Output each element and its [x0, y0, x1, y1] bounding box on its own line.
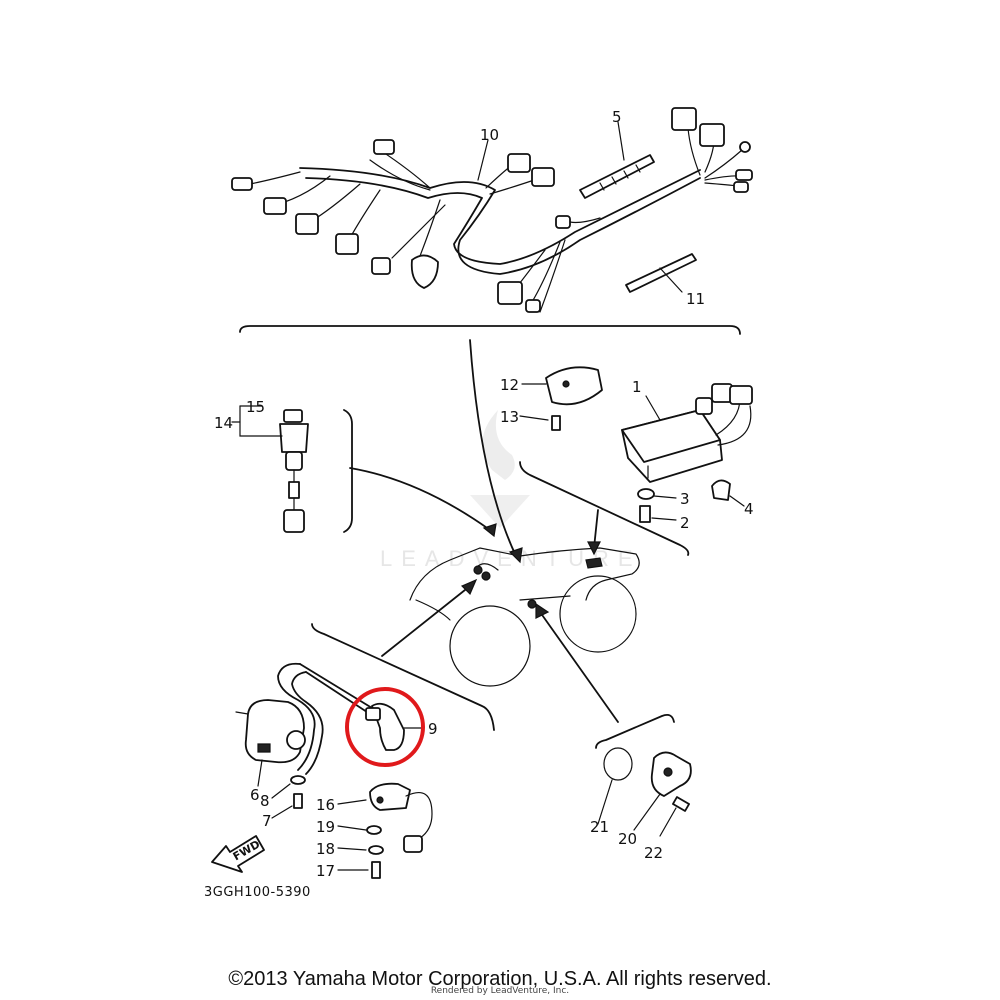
callout-20: 20: [618, 830, 637, 848]
callout-2: 2: [680, 514, 690, 532]
callout-14: 14: [214, 414, 233, 432]
copyright-notice: ©2013 Yamaha Motor Corporation, U.S.A. A…: [228, 968, 772, 990]
callout-8: 8: [260, 792, 270, 810]
callout-15: 15: [246, 398, 265, 416]
callout-1: 1: [632, 378, 642, 396]
highlight-circle: [345, 687, 425, 767]
ignition-coil-group: [235, 623, 495, 819]
callout-10: 10: [480, 126, 499, 144]
callout-3: 3: [680, 490, 690, 508]
callout-7: 7: [262, 812, 272, 830]
cdi-unit-group: [519, 366, 753, 556]
callout-16: 16: [316, 796, 335, 814]
callout-5: 5: [612, 108, 622, 126]
wire-harness: [231, 107, 753, 335]
callout-6: 6: [250, 786, 260, 804]
main-switch-group: [231, 405, 353, 533]
regulator-group: [337, 782, 433, 879]
callout-9: 9: [428, 720, 438, 738]
callout-19: 19: [316, 818, 335, 836]
watermark-text: LEADVENTURE: [380, 546, 642, 571]
callout-4: 4: [744, 500, 754, 518]
callout-11: 11: [686, 290, 705, 308]
fwd-arrow: FWD: [211, 835, 265, 873]
pickup-sensor-group: [595, 713, 692, 837]
callout-12: 12: [500, 376, 519, 394]
callout-13: 13: [500, 408, 519, 426]
diagram-part-number: 3GGH100-5390: [204, 885, 311, 900]
watermark: LEADVENTURE: [380, 410, 642, 571]
callout-18: 18: [316, 840, 335, 858]
rendered-by-notice: Rendered by LeadVenture, Inc.: [430, 986, 570, 996]
atv-outline: [349, 339, 640, 723]
callout-22: 22: [644, 844, 663, 862]
callout-21: 21: [590, 818, 609, 836]
callout-17: 17: [316, 862, 335, 880]
callout-numbers: 10 5 11 12 13 1 3 2 4 15 14 9 6 8 7 16 1…: [214, 108, 754, 880]
